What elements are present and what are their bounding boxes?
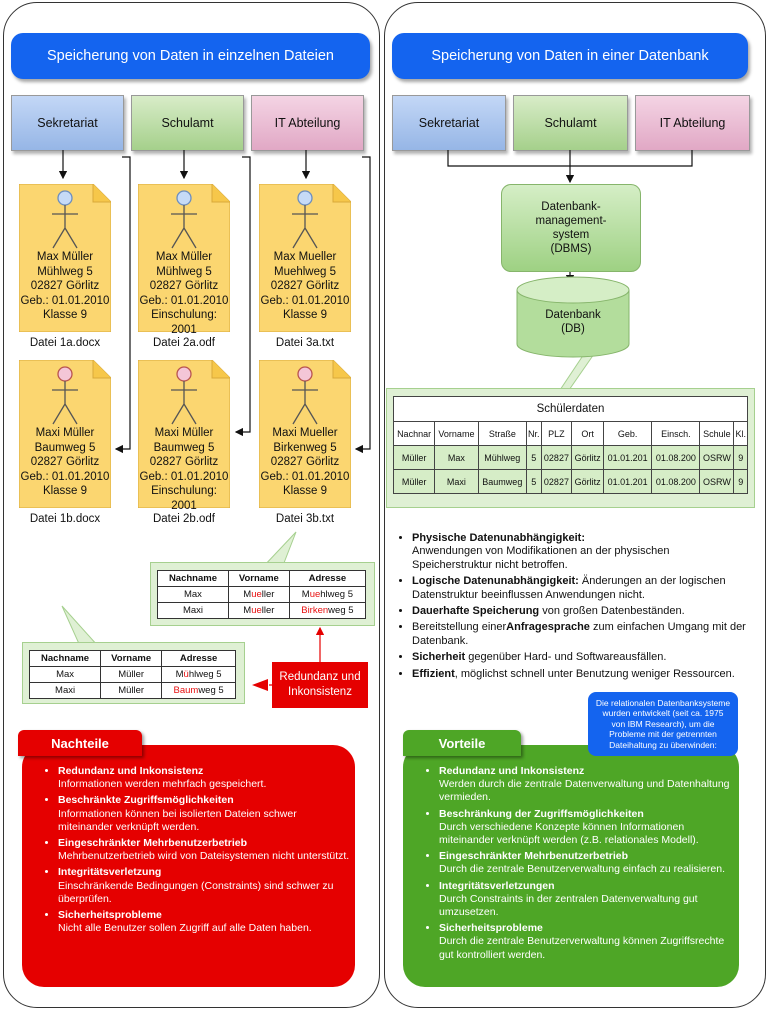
left-dept-sekretariat: Sekretariat — [11, 95, 124, 151]
list-item: Effizient, möglichst schnell unter Benut… — [412, 668, 749, 681]
db-properties-list: Physische Datenunabhängigkeit:Anwendunge… — [397, 532, 749, 684]
left-dept-schulamt: Schulamt — [131, 95, 244, 151]
right-title-banner: Speicherung von Daten in einer Datenbank — [392, 33, 748, 79]
list-item: Physische Datenunabhängigkeit:Anwendunge… — [412, 532, 749, 572]
disadvantages-box: Redundanz und InkonsistenzInformationen … — [22, 745, 355, 987]
dbms-box: Datenbank-management-system(DBMS) — [501, 184, 641, 272]
list-item: Beschränkte ZugriffsmöglichkeitenInforma… — [58, 794, 354, 834]
person-female-icon — [292, 366, 318, 425]
left-title-banner: Speicherung von Daten in einzelnen Datei… — [11, 33, 370, 79]
right-dept-sekretariat: Sekretariat — [392, 95, 506, 151]
list-item: Redundanz und InkonsistenzInformationen … — [58, 765, 354, 791]
file-name-2a: Datei 2a.odf — [152, 337, 215, 349]
file-name-3a: Datei 3a.txt — [275, 337, 335, 349]
list-item: Dauerhafte Speicherung von großen Datenb… — [412, 605, 749, 618]
file-name-3b: Datei 3b.txt — [275, 513, 335, 525]
database-icon — [516, 276, 630, 358]
left-title: Speicherung von Daten in einzelnen Datei… — [47, 48, 334, 64]
list-item: Sicherheit gegenüber Hard- und Softwarea… — [412, 651, 749, 664]
list-item: Bereitstellung einerAnfragesprache zum e… — [412, 621, 749, 648]
disadvantages-tab: Nachteile — [18, 730, 142, 756]
file-name-1b: Datei 1b.docx — [29, 513, 101, 525]
right-dept-schulamt: Schulamt — [513, 95, 628, 151]
list-item: Eingeschränkter MehrbenutzerbetriebDurch… — [439, 850, 739, 876]
advantages-tab: Vorteile — [403, 730, 521, 756]
person-female-icon — [52, 366, 78, 425]
file-name-1a: Datei 1a.docx — [29, 337, 101, 349]
person-male-icon — [292, 190, 318, 249]
person-female-icon — [171, 366, 197, 425]
database-label: Datenbank(DB) — [545, 309, 601, 335]
file-name-2b: Datei 2b.odf — [152, 513, 215, 525]
right-dept-it: IT Abteilung — [635, 95, 750, 151]
person-male-icon — [52, 190, 78, 249]
left-dept-it: IT Abteilung — [251, 95, 364, 151]
list-item: Eingeschränkter MehrbenutzerbetriebMehrb… — [58, 837, 354, 863]
list-item: Logische Datenunabhängigkeit: Änderungen… — [412, 575, 749, 602]
right-connectors — [447, 150, 693, 391]
right-title: Speicherung von Daten in einer Datenbank — [431, 48, 709, 64]
person-male-icon — [171, 190, 197, 249]
list-item: Beschränkung der ZugriffsmöglichkeitenDu… — [439, 808, 739, 848]
